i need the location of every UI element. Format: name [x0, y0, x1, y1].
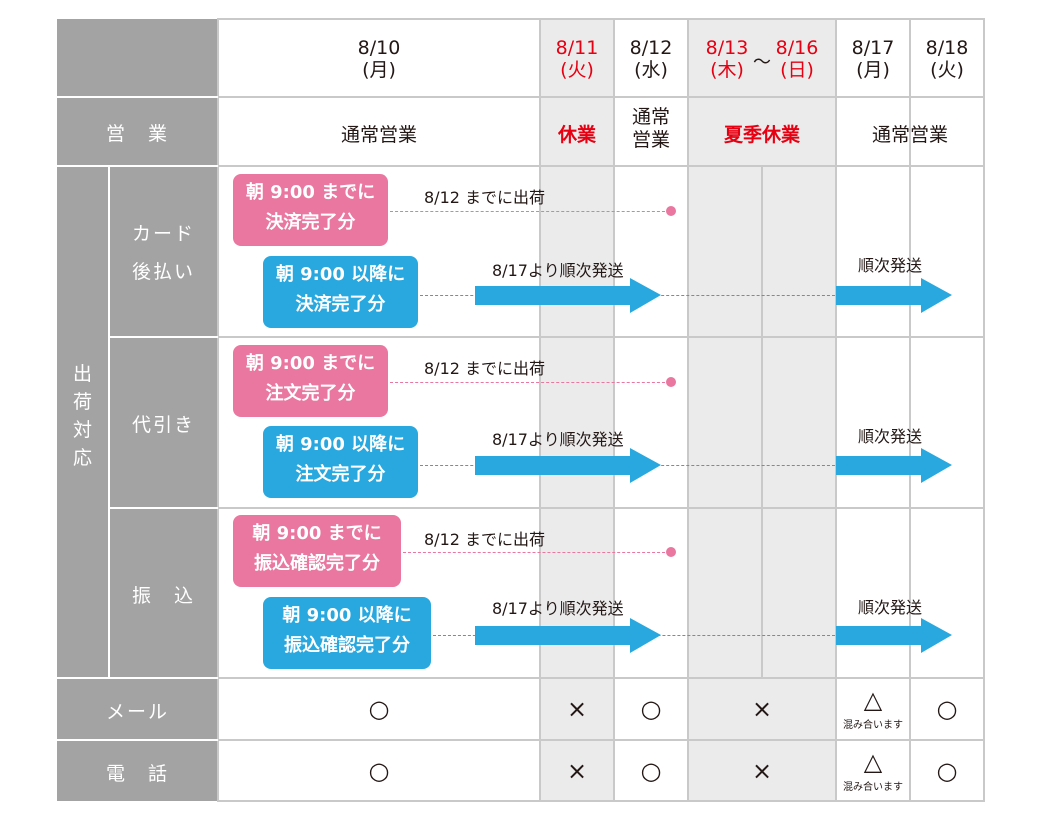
grid-line [217, 739, 985, 741]
card-ship-by-note: 8/12 までに出荷 [424, 188, 546, 207]
daibiki-ship-from-note: 8/17より順次発送 [492, 430, 624, 449]
date-8-18: 8/18(火) [925, 37, 969, 81]
grid-line [613, 19, 615, 801]
header-corner [57, 19, 218, 96]
date-range-separator: ～ [753, 52, 771, 73]
furikomi-ship-by-dot [666, 547, 676, 557]
card-ship-by-line [390, 211, 670, 212]
label-eigyo: 営 業 [105, 123, 169, 145]
closed-column-8-11 [540, 19, 614, 801]
status-8-11: 休業 [557, 124, 596, 146]
card-before-box: 朝 9:00 までに決済完了分 [233, 174, 388, 246]
grid-line [217, 336, 985, 338]
date-8-11: 8/11(火) [555, 37, 599, 81]
mail-8-17-note: 混み合います [843, 720, 903, 731]
row-label-column [57, 96, 218, 801]
furikomi-ship-seq-note: 順次発送 [858, 598, 923, 617]
mail-summer: × [751, 695, 773, 723]
furikomi-ship-from-note: 8/17より順次発送 [492, 599, 624, 618]
daibiki-arrow-2 [836, 448, 952, 483]
mail-8-11: × [566, 695, 588, 723]
grid-line [835, 19, 837, 801]
card-arrow-2 [836, 278, 952, 313]
phone-8-18: ○ [936, 757, 958, 785]
phone-8-11: × [566, 757, 588, 785]
label-mail: メール [105, 701, 169, 723]
label-shukka: 出荷対応 [57, 360, 109, 472]
label-divider [108, 166, 110, 678]
grid-line [217, 677, 985, 679]
daibiki-ship-by-line [390, 382, 670, 383]
daibiki-ship-seq-note: 順次発送 [858, 427, 923, 446]
label-divider [57, 96, 218, 98]
date-8-17: 8/17(月) [851, 37, 895, 81]
status-8-17-18: 通常営業 [871, 124, 948, 146]
label-divider [57, 677, 218, 679]
date-8-13: 8/13(木) [705, 37, 749, 81]
grid-line [539, 19, 541, 801]
mail-8-18: ○ [936, 695, 958, 723]
furikomi-ship-by-note: 8/12 までに出荷 [424, 530, 546, 549]
status-8-12: 通常営業 [631, 106, 670, 151]
daibiki-arrow-1 [475, 448, 661, 483]
grid-line [983, 19, 985, 801]
daibiki-before-box: 朝 9:00 までに注文完了分 [233, 345, 388, 417]
date-8-10: 8/10(月) [357, 37, 401, 81]
daibiki-ship-by-note: 8/12 までに出荷 [424, 359, 546, 378]
status-8-10: 通常営業 [340, 124, 417, 146]
mail-8-12: ○ [640, 695, 662, 723]
card-after-box: 朝 9:00 以降に決済完了分 [263, 256, 418, 328]
label-shukka-text: 出荷対応 [73, 363, 95, 469]
phone-8-12: ○ [640, 757, 662, 785]
label-daibiki: 代引き [131, 414, 195, 436]
card-arrow-1 [475, 278, 661, 313]
label-card: カード後払い [131, 223, 195, 283]
date-8-16: 8/16(日) [775, 37, 819, 81]
card-ship-from-note: 8/17より順次発送 [492, 261, 624, 280]
mail-8-17: △ [863, 686, 883, 714]
mail-8-10: ○ [368, 695, 390, 723]
phone-8-17-note: 混み合います [843, 782, 903, 793]
label-divider [109, 336, 218, 338]
phone-8-10: ○ [368, 757, 390, 785]
status-summer: 夏季休業 [723, 124, 800, 146]
grid-line [909, 19, 911, 801]
phone-8-17: △ [863, 748, 883, 776]
furikomi-arrow-1 [475, 618, 661, 653]
furikomi-arrow-2 [836, 618, 952, 653]
grid-line [217, 800, 985, 802]
furikomi-before-box: 朝 9:00 までに振込確認完了分 [233, 515, 401, 587]
furikomi-after-box: 朝 9:00 以降に振込確認完了分 [263, 597, 431, 669]
card-ship-by-dot [666, 206, 676, 216]
grid-line [217, 165, 985, 167]
grid-line [687, 19, 689, 801]
label-divider [57, 165, 218, 167]
label-furikomi: 振 込 [131, 585, 195, 607]
label-phone: 電 話 [105, 763, 169, 785]
label-divider [109, 507, 218, 509]
grid-line [217, 96, 985, 98]
grid-line [217, 18, 985, 20]
label-divider [57, 739, 218, 741]
card-ship-seq-note: 順次発送 [858, 256, 923, 275]
furikomi-ship-by-line [403, 552, 670, 553]
daibiki-ship-by-dot [666, 377, 676, 387]
phone-summer: × [751, 757, 773, 785]
grid-line [217, 507, 985, 509]
grid-line [217, 19, 219, 801]
date-8-12: 8/12(水) [629, 37, 673, 81]
daibiki-after-box: 朝 9:00 以降に注文完了分 [263, 426, 418, 498]
grid-line [761, 166, 763, 678]
